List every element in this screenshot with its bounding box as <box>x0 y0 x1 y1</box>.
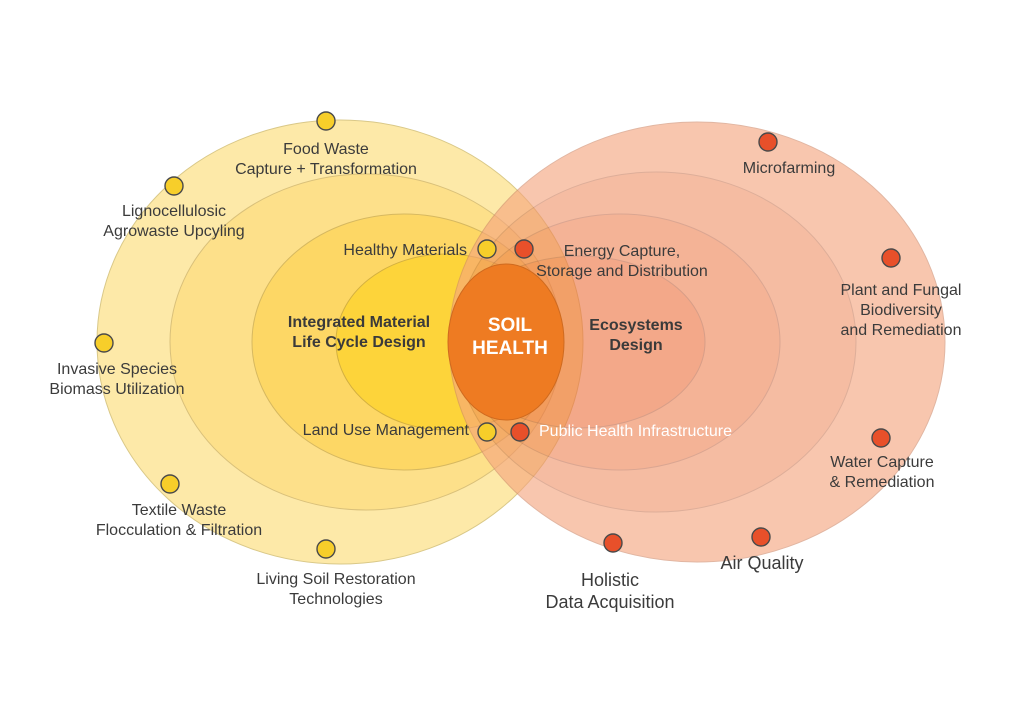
node-dot-food-waste <box>316 111 336 131</box>
node-dot-plant-fungal <box>881 248 901 268</box>
node-dot-living-soil <box>316 539 336 559</box>
right-group-title-line1: Ecosystems <box>589 317 683 334</box>
node-dot-energy-capture <box>514 239 534 259</box>
soil-health-core <box>447 263 565 421</box>
label-public-health: Public Health Infrastructure <box>539 422 732 442</box>
label-lignocellulosic-line2: Agrowaste Upcyling <box>103 223 245 240</box>
node-dot-holistic-data <box>603 533 623 553</box>
label-energy-capture-line2: Storage and Distribution <box>536 263 708 280</box>
label-land-use: Land Use Management <box>303 421 469 441</box>
label-textile-waste-line2: Flocculation & Filtration <box>95 522 263 539</box>
node-dot-lignocellulosic <box>164 176 184 196</box>
node-dot-water-capture <box>871 428 891 448</box>
label-textile-waste-line1: Textile Waste <box>131 502 227 519</box>
node-dot-microfarming <box>758 132 778 152</box>
label-food-waste: Food Waste Capture + Transformation <box>235 140 417 180</box>
node-dot-healthy-materials <box>477 239 497 259</box>
label-living-soil-line1: Living Soil Restoration <box>256 571 416 588</box>
right-group-title: Ecosystems Design <box>589 316 682 356</box>
label-food-waste-line1: Food Waste <box>283 141 369 158</box>
label-textile-waste: Textile Waste Flocculation & Filtration <box>96 501 262 541</box>
label-holistic-data-line1: Holistic <box>580 570 640 590</box>
label-holistic-data: Holistic Data Acquisition <box>545 569 674 613</box>
label-microfarming-line1: Microfarming <box>742 160 836 177</box>
label-lignocellulosic-line1: Lignocellulosic <box>121 203 227 220</box>
node-dot-air-quality <box>751 527 771 547</box>
label-water-capture-line1: Water Capture <box>830 454 934 471</box>
label-healthy-materials: Healthy Materials <box>343 241 467 261</box>
node-dot-land-use <box>477 422 497 442</box>
label-microfarming: Microfarming <box>743 159 835 179</box>
label-energy-capture-line1: Energy Capture, <box>563 243 681 260</box>
label-holistic-data-line2: Data Acquisition <box>545 592 675 612</box>
left-group-title: Integrated Material Life Cycle Design <box>288 313 430 353</box>
label-water-capture-line2: & Remediation <box>829 474 935 491</box>
label-energy-capture: Energy Capture, Storage and Distribution <box>536 242 708 282</box>
node-dot-invasive-species <box>94 333 114 353</box>
label-food-waste-line2: Capture + Transformation <box>235 161 417 178</box>
right-ellipses <box>448 121 946 563</box>
label-water-capture: Water Capture & Remediation <box>830 453 935 493</box>
label-plant-fungal: Plant and Fungal Biodiversity and Remedi… <box>841 281 962 341</box>
left-group-title-line2: Life Cycle Design <box>292 334 426 351</box>
label-invasive-species-line1: Invasive Species <box>56 361 178 378</box>
soil-health-label: SOIL HEALTH <box>472 314 548 360</box>
right-group-title-line2: Design <box>609 337 663 354</box>
left-group-title-line1: Integrated Material <box>287 314 431 331</box>
label-plant-fungal-line2: Biodiversity <box>860 302 942 319</box>
label-air-quality: Air Quality <box>720 552 803 574</box>
label-invasive-species: Invasive Species Biomass Utilization <box>49 360 184 400</box>
left-node-dots <box>94 111 497 559</box>
node-dot-public-health <box>510 422 530 442</box>
soil-health-line1: SOIL <box>487 315 533 336</box>
label-land-use-line1: Land Use Management <box>302 422 469 439</box>
left-ellipses <box>96 119 584 565</box>
node-dot-textile-waste <box>160 474 180 494</box>
soil-health-line2: HEALTH <box>472 338 548 359</box>
label-living-soil: Living Soil Restoration Technologies <box>256 570 415 610</box>
label-air-quality-line1: Air Quality <box>720 553 804 573</box>
label-plant-fungal-line1: Plant and Fungal <box>840 282 962 299</box>
label-plant-fungal-line3: and Remediation <box>840 322 962 339</box>
label-living-soil-line2: Technologies <box>289 591 383 608</box>
label-lignocellulosic: Lignocellulosic Agrowaste Upcyling <box>103 202 244 242</box>
label-healthy-materials-line1: Healthy Materials <box>343 242 467 259</box>
label-invasive-species-line2: Biomass Utilization <box>49 381 185 398</box>
right-node-dots <box>510 132 901 553</box>
label-public-health-line1: Public Health Infrastructure <box>539 423 732 440</box>
